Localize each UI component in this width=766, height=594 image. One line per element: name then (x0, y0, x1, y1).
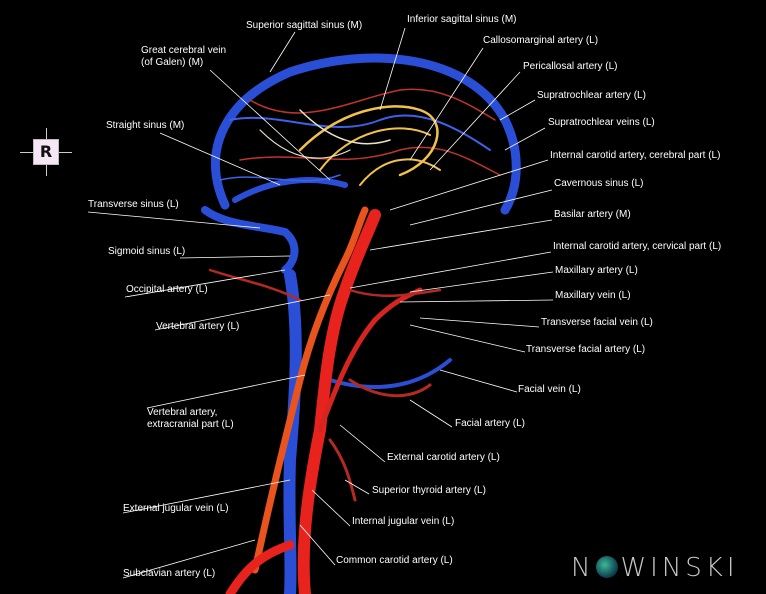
label-straight-sinus: Straight sinus (M) (106, 120, 185, 131)
label-transverse-facial-vein: Transverse facial vein (L) (541, 317, 653, 328)
label-ica-cervical: Internal carotid artery, cervical part (… (553, 241, 722, 252)
logo-letter-w: W (620, 553, 651, 583)
label-pericallosal-artery: Pericallosal artery (L) (523, 61, 618, 72)
label-maxillary-vein: Maxillary vein (L) (555, 290, 631, 301)
internal-jugular-shape (283, 269, 302, 594)
label-vertebral-extracranial: Vertebral artery, extracranial part (L) (147, 407, 234, 430)
label-subclavian: Subclavian artery (L) (123, 568, 216, 579)
label-ica-cerebral: Internal carotid artery, cerebral part (… (550, 150, 721, 161)
superior-thyroid-shape (328, 438, 357, 502)
label-cavernous-sinus: Cavernous sinus (L) (554, 178, 644, 189)
label-sigmoid-sinus: Sigmoid sinus (L) (108, 246, 186, 257)
common-carotid-shape (297, 209, 381, 594)
label-great-cerebral-vein: Great cerebral vein (of Galen) (M) (141, 45, 227, 68)
external-carotid-shape (317, 287, 423, 433)
label-facial-artery: Facial artery (L) (455, 418, 526, 429)
maxillary-artery-shape (348, 288, 442, 298)
logo-letter-n: N (571, 553, 595, 583)
transverse-sinus-shape (201, 206, 299, 274)
label-superior-sagittal-sinus: Superior sagittal sinus (M) (246, 20, 363, 31)
label-transverse-facial-artery: Transverse facial artery (L) (526, 344, 646, 355)
label-internal-jugular: Internal jugular vein (L) (352, 516, 455, 527)
orientation-label: R (33, 139, 59, 165)
label-superior-thyroid: Superior thyroid artery (L) (372, 485, 486, 496)
label-external-carotid: External carotid artery (L) (387, 452, 500, 463)
label-maxillary-artery: Maxillary artery (L) (555, 265, 638, 276)
label-callosomarginal-artery: Callosomarginal artery (L) (483, 35, 599, 46)
label-facial-vein: Facial vein (L) (518, 384, 581, 395)
label-basilar-artery: Basilar artery (M) (554, 209, 631, 220)
facial-vein-shape (328, 358, 452, 390)
label-common-carotid: Common carotid artery (L) (336, 555, 453, 566)
straight-sinus-shape (232, 177, 348, 203)
label-vertebral-artery: Vertebral artery (L) (156, 321, 240, 332)
label-supratrochlear-veins: Supratrochlear veins (L) (548, 117, 655, 128)
label-supratrochlear-artery: Supratrochlear artery (L) (537, 90, 646, 101)
orientation-cube[interactable]: R (20, 128, 72, 176)
label-transverse-sinus: Transverse sinus (L) (88, 199, 179, 210)
label-inferior-sagittal-sinus: Inferior sagittal sinus (M) (407, 14, 517, 25)
vertebral-artery-shape (251, 206, 369, 574)
logo-globe-icon (596, 556, 619, 578)
logo-letters-nski: NSKI (661, 553, 739, 583)
facial-artery-shape (348, 378, 432, 398)
label-occipital-artery: Occipital artery (L) (126, 284, 208, 295)
superior-sagittal-sinus-shape (211, 53, 521, 215)
label-external-jugular: External jugular vein (L) (123, 503, 229, 514)
logo-letter-i: I (650, 553, 662, 583)
subclavian-shape (225, 540, 295, 594)
occipital-artery-shape (208, 268, 302, 302)
